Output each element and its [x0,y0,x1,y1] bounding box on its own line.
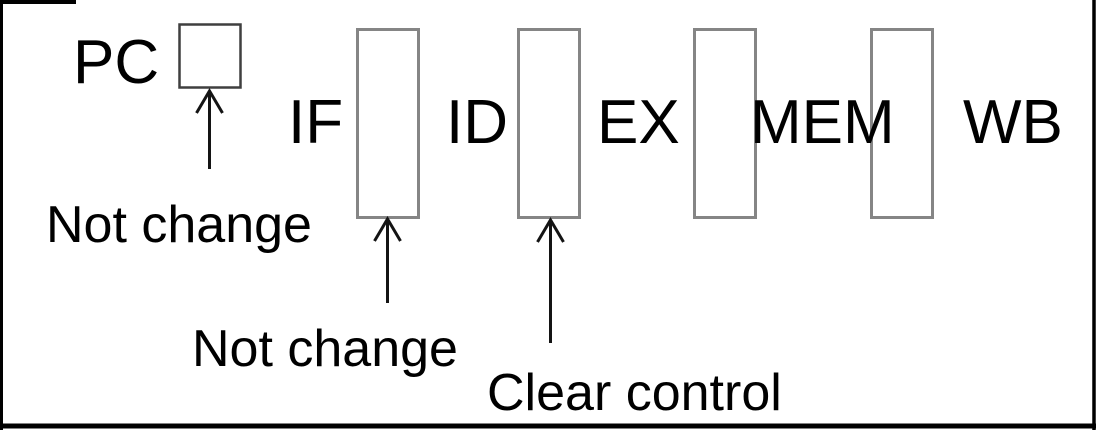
arrow-head-icon [373,216,402,242]
id-ex-register [517,28,581,219]
pc-box [178,23,242,89]
arrow-to-pc-box [195,88,224,169]
pc-label: PC [73,28,159,97]
mem-wb-register [870,28,934,219]
stage-label-if: IF [288,88,343,157]
if-id-register [356,28,420,219]
stage-label-wb: WB [963,88,1063,157]
ex-mem-register [693,28,757,219]
arrow-head-icon [195,88,224,114]
arrow-to-id-ex-register [536,217,565,343]
stage-label-id: ID [446,88,508,157]
stage-label-mem: MEM [750,88,895,157]
stage-label-ex: EX [597,88,680,157]
arrow-head-icon [536,217,565,243]
annotation-not-change-pc: Not change [46,196,312,254]
annotation-not-change-if-id: Not change [192,320,458,378]
arrow-to-if-id-register [373,216,402,303]
annotation-clear-control: Clear control [487,364,782,422]
